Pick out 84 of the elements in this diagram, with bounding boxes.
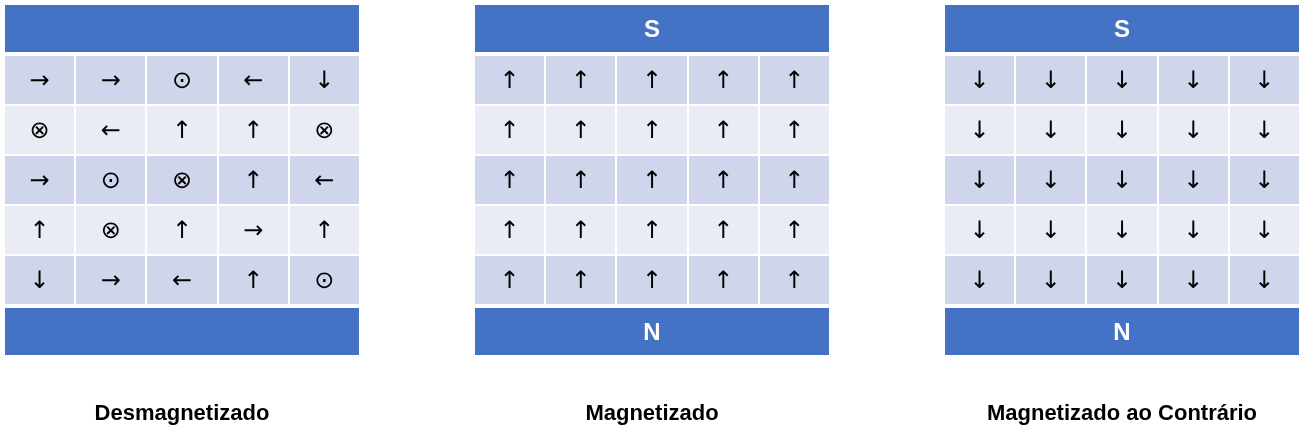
spin-cell: ↑ (218, 256, 288, 304)
spin-cell: ↑ (546, 156, 616, 204)
spin-cell: ↓ (1016, 206, 1086, 254)
spin-cell: ↓ (1016, 106, 1086, 154)
spin-cell: ↓ (1229, 56, 1299, 104)
spin-cell: → (5, 156, 75, 204)
spin-cell: ← (289, 156, 359, 204)
spin-cell: ↓ (1158, 106, 1228, 154)
spin-cell: ↑ (475, 156, 545, 204)
spin-cell: ↑ (546, 106, 616, 154)
panel-caption: Magnetizado ao Contrário (985, 400, 1259, 426)
spin-cell: ⊗ (76, 206, 146, 254)
spin-cell: ↑ (475, 56, 545, 104)
spin-cell: ↓ (1087, 56, 1157, 104)
spin-cell: ↓ (1016, 256, 1086, 304)
spin-cell: ↑ (475, 206, 545, 254)
spin-cell: ↓ (945, 56, 1015, 104)
spin-cell: ↑ (546, 56, 616, 104)
spin-cell: ↑ (759, 106, 829, 154)
spin-cell: ↑ (5, 206, 75, 254)
spin-cell: ↓ (945, 106, 1015, 154)
spin-cell: ↑ (688, 106, 758, 154)
spin-cell: ↓ (1087, 106, 1157, 154)
spin-cell: → (76, 56, 146, 104)
pole-band: N (475, 308, 829, 355)
spin-cell: ↑ (617, 106, 687, 154)
spin-cell: ⊗ (5, 106, 75, 154)
spin-cell: ⊙ (147, 56, 217, 104)
spin-cell: ↓ (1229, 106, 1299, 154)
spin-cell: ⊗ (147, 156, 217, 204)
spin-cell: ↑ (759, 256, 829, 304)
spin-cell: ↑ (617, 256, 687, 304)
spin-cell: ↓ (1087, 156, 1157, 204)
spin-cell: ↓ (1087, 256, 1157, 304)
spin-cell: ↓ (1016, 156, 1086, 204)
spin-cell: ↑ (218, 106, 288, 154)
spin-cell: ↑ (147, 206, 217, 254)
panel-caption: Magnetizado (584, 400, 720, 426)
spin-cell: → (76, 256, 146, 304)
pole-band: S (945, 5, 1299, 52)
spin-cell: ↓ (945, 156, 1015, 204)
spin-cell: ↑ (688, 56, 758, 104)
spin-cell: ⊙ (289, 256, 359, 304)
spin-cell: ↑ (759, 56, 829, 104)
spin-cell: ⊗ (289, 106, 359, 154)
spin-cell: ↓ (945, 256, 1015, 304)
pole-band (5, 308, 359, 355)
spin-cell: ↓ (1158, 256, 1228, 304)
spin-cell: ↑ (218, 156, 288, 204)
panel-caption: Desmagnetizado (93, 400, 271, 426)
spin-cell: ↑ (688, 156, 758, 204)
spin-cell: ↑ (759, 156, 829, 204)
spin-cell: ↓ (1158, 56, 1228, 104)
spin-cell: ↑ (289, 206, 359, 254)
spin-cell: ↓ (1158, 156, 1228, 204)
pole-band (5, 5, 359, 52)
pole-band: N (945, 308, 1299, 355)
spin-cell: ↑ (617, 56, 687, 104)
spin-cell: ↑ (688, 206, 758, 254)
spin-cell: ↑ (759, 206, 829, 254)
spin-cell: ↓ (289, 56, 359, 104)
spin-cell: → (5, 56, 75, 104)
spin-cell: ↓ (1016, 56, 1086, 104)
spin-cell: ↓ (1087, 206, 1157, 254)
spin-cell: ↓ (1229, 206, 1299, 254)
spin-cell: ↓ (945, 206, 1015, 254)
spin-cell: ← (147, 256, 217, 304)
spin-cell: ⊙ (76, 156, 146, 204)
spin-cell: ← (76, 106, 146, 154)
spin-cell: ↑ (617, 156, 687, 204)
spin-cell: ↑ (688, 256, 758, 304)
spin-cell: ↓ (5, 256, 75, 304)
spin-cell: ↑ (147, 106, 217, 154)
spin-cell: ← (218, 56, 288, 104)
spin-cell: ↓ (1158, 206, 1228, 254)
spin-cell: → (218, 206, 288, 254)
spin-cell: ↑ (546, 256, 616, 304)
spin-cell: ↑ (546, 206, 616, 254)
spin-cell: ↑ (617, 206, 687, 254)
pole-band: S (475, 5, 829, 52)
spin-cell: ↑ (475, 106, 545, 154)
spin-cell: ↓ (1229, 156, 1299, 204)
spin-cell: ↑ (475, 256, 545, 304)
spin-cell: ↓ (1229, 256, 1299, 304)
